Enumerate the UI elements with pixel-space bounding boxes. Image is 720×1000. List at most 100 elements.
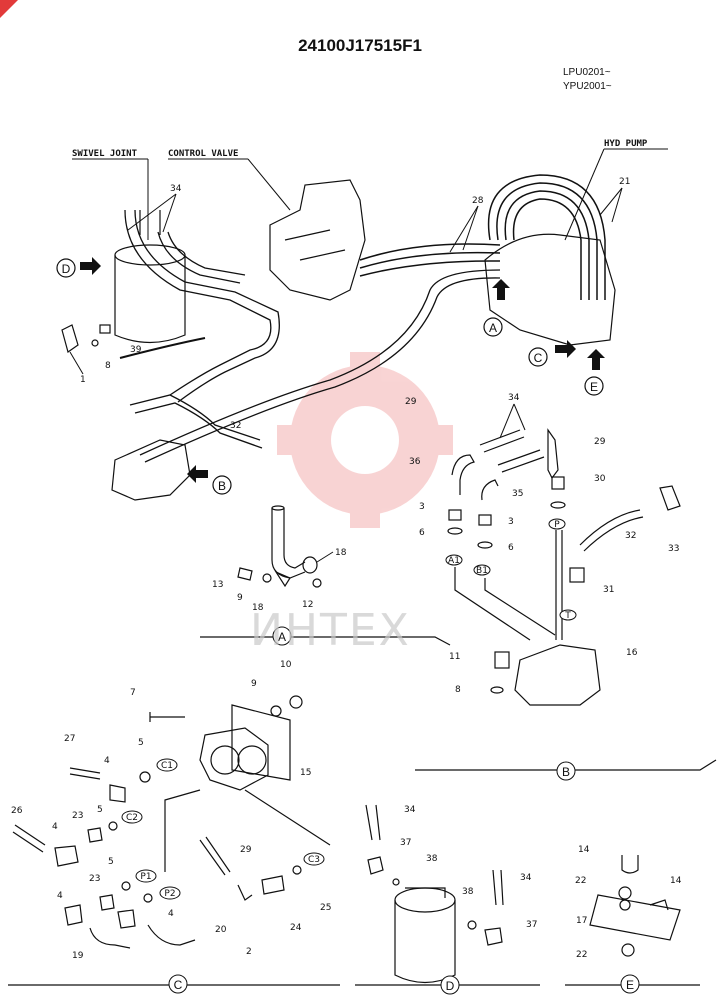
part-29-main: 29 [405,397,417,407]
serial-range-1: LPU0201~ [563,67,611,78]
part-4-c-right: 4 [168,909,174,919]
view-c-marker: C [534,351,543,365]
part-36: 36 [409,457,421,467]
part-18-a-top: 18 [335,548,347,558]
part-16: 16 [626,648,638,658]
part-9-a: 9 [237,593,243,603]
port-c3: C3 [308,855,320,865]
part-33: 33 [668,544,679,554]
view-d-title: D [446,979,455,993]
part-14-e-top: 14 [578,845,590,855]
view-c-detail [8,695,340,986]
serial-range-2: YPU2001~ [563,81,612,92]
port-p: P [554,520,560,530]
part-24: 24 [290,923,302,933]
part-18-a: 18 [252,603,264,613]
part-29-b: 29 [594,437,606,447]
part-2: 2 [246,947,252,957]
pilot-valve [111,439,191,501]
view-a-title: A [278,630,286,644]
part-38-d: 38 [462,887,474,897]
part-12: 12 [302,600,313,610]
arrow-d-icon [80,257,101,275]
port-c1: C1 [161,761,173,771]
part-34-d: 34 [520,873,532,883]
part-29-c: 29 [240,845,252,855]
part-8-main: 8 [105,361,111,371]
part-39: 39 [130,345,142,355]
part-10: 10 [280,660,292,670]
label-control-valve: CONTROL VALVE [168,149,238,159]
part-21: 21 [619,177,630,187]
part-22-e: 22 [576,950,587,960]
part-11: 11 [449,652,460,662]
part-9-c: 9 [251,679,257,689]
part-34-d-top: 34 [404,805,416,815]
port-t: T [564,611,571,621]
hyd-pump-body [484,233,616,346]
part-1: 1 [80,375,86,385]
part-34-main: 34 [170,184,182,194]
watermark-gear [277,352,453,528]
part-20: 20 [215,925,227,935]
part-5-c-mid: 5 [108,857,114,867]
part-23-bottom: 23 [89,874,100,884]
control-valve-body [269,179,366,301]
part-37-d: 37 [526,920,537,930]
part-26: 26 [11,806,23,816]
view-d-marker: D [62,262,71,276]
part-13: 13 [212,580,223,590]
view-e-marker: E [590,380,598,394]
part-31: 31 [603,585,614,595]
view-b-title: B [562,765,570,779]
arrow-b-icon [187,465,208,483]
port-markers-c [121,758,325,900]
corner-mark [0,0,18,18]
part-4-c-left: 4 [52,822,58,832]
part-32-main: 32 [230,421,241,431]
view-c-title: C [174,978,183,992]
part-6-b-left: 6 [419,528,425,538]
part-32-b: 32 [625,531,636,541]
part-25: 25 [320,903,331,913]
part-19: 19 [72,951,84,961]
watermark-text: ИНТЕХ [250,605,411,656]
view-e-title: E [626,978,634,992]
serial-range: LPU0201~ YPU2001~ [563,66,612,94]
view-b-marker: B [218,479,226,493]
arrow-e-icon [587,349,605,370]
part-37-d-top: 37 [400,838,411,848]
part-7: 7 [130,688,136,698]
port-b1: B1 [476,566,488,576]
part-23-top: 23 [72,811,83,821]
part-5-c-top: 5 [138,738,144,748]
part-27: 27 [64,734,75,744]
port-p2: P2 [164,889,175,899]
part-30: 30 [594,474,606,484]
part-17: 17 [576,916,587,926]
part-4-c-top: 4 [104,756,110,766]
part-4-c-bottom: 4 [57,891,63,901]
arrow-c-icon [555,340,576,358]
part-14-e: 14 [670,876,682,886]
view-a-marker: A [489,321,497,335]
swivel-joint [114,255,186,344]
port-c2: C2 [126,813,138,823]
label-hyd-pump: HYD PUMP [604,139,648,149]
part-6-b-lower: 6 [508,543,514,553]
arrow-a-icon [492,279,510,300]
part-3-b: 3 [419,502,425,512]
view-arrows [80,257,605,483]
port-a1: A1 [448,556,460,566]
label-swivel-joint: SWIVEL JOINT [72,149,138,159]
view-d-detail [355,804,540,986]
view-markers-main [56,258,604,495]
main-assembly [61,174,616,501]
port-p1: P1 [140,872,151,882]
view-b-detail [415,428,717,771]
part-35: 35 [512,489,523,499]
part-3-b-right: 3 [508,517,514,527]
part-34-b: 34 [508,393,520,403]
part-38-d-top: 38 [426,854,438,864]
